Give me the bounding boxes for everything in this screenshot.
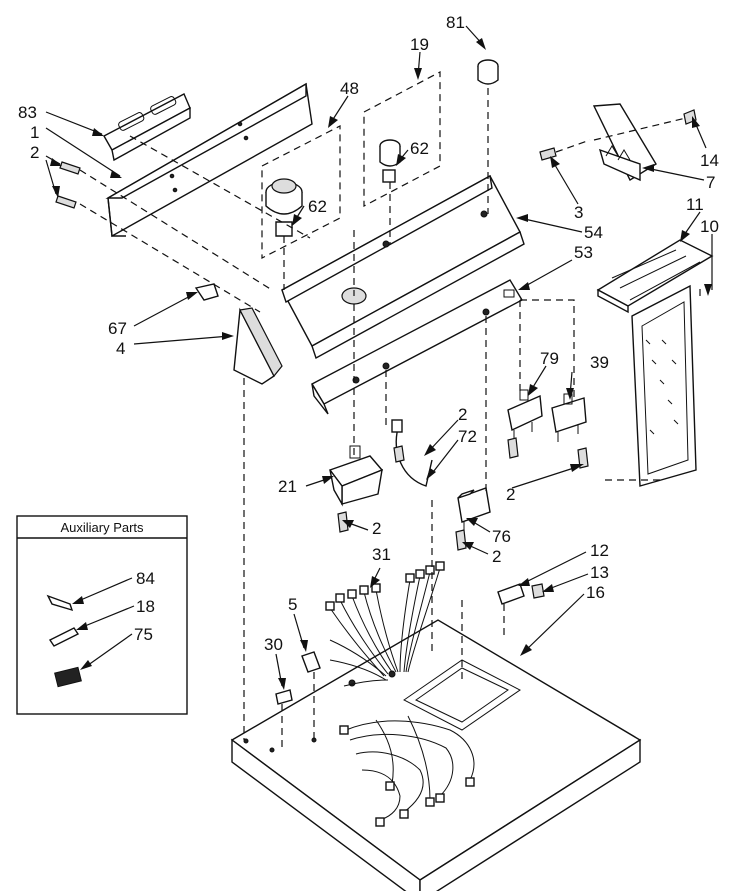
knob-48 [265,178,303,237]
callout-83: 83 [18,103,37,122]
alignment-lines [79,88,701,748]
callout-14: 14 [700,151,719,170]
part-5 [301,651,321,673]
base-top-panel [230,619,642,891]
screw-2-switch-39 [577,447,589,469]
callout-11: 11 [686,195,704,214]
callout-72: 72 [458,427,477,446]
callout-2: 2 [458,405,467,424]
part-30 [275,689,293,705]
switch-79 [507,389,543,440]
callout-62: 62 [410,139,429,158]
callout-39: 39 [590,353,609,372]
callout-2: 2 [372,519,381,538]
console-54 [281,174,525,360]
screw-2-left [55,161,81,209]
knob-81 [477,59,499,85]
callout-5: 5 [288,595,297,614]
lint-screen-10 [631,284,697,487]
auxiliary-parts-box: Auxiliary Parts [16,515,188,715]
callout-62: 62 [308,197,327,216]
callout-75: 75 [134,625,153,644]
filter-cover-11 [596,239,714,314]
callout-4: 4 [116,339,125,358]
clip-67 [194,283,219,301]
callout-79: 79 [540,349,559,368]
screw-3 [539,147,557,161]
part-12 [497,583,525,605]
callout-81: 81 [446,13,465,32]
callout-48: 48 [340,79,359,98]
callout-54: 54 [584,223,603,242]
callout-21: 21 [278,477,297,496]
knob-19 [379,139,401,183]
thermostat-wire-72 [391,419,433,487]
screw-13 [531,583,545,599]
switch-39 [551,393,587,442]
screw-2-relay [455,529,467,551]
callout-67: 67 [108,319,127,338]
callout-labels: 83 1 2 48 19 81 62 62 14 7 3 54 11 10 53… [18,13,719,654]
callout-12: 12 [590,541,609,560]
callout-2: 2 [492,547,501,566]
callout-13: 13 [590,563,609,582]
connector-18 [48,627,80,647]
auxiliary-parts-title: Auxiliary Parts [60,520,144,535]
callout-10: 10 [700,217,719,236]
callout-31: 31 [372,545,391,564]
end-bracket-7 [592,103,657,182]
terminal-84 [46,594,74,612]
screw-2-timer [337,511,349,533]
end-cap-4 [233,307,283,385]
backsplash-rear-panel [105,82,313,238]
callout-19: 19 [410,35,429,54]
callout-16: 16 [586,583,605,602]
leader-lines [45,25,713,690]
screw-2-switch [507,437,519,459]
callout-1: 1 [30,123,39,142]
screw-2-mid [393,445,405,463]
wire-harness-31 [325,561,475,827]
callout-84: 84 [136,569,155,588]
callout-18: 18 [136,597,155,616]
callout-2: 2 [506,485,515,504]
plug-75 [54,666,82,688]
timer-21 [328,445,384,507]
callout-53: 53 [574,243,593,262]
callout-3: 3 [574,203,583,222]
callout-2: 2 [30,143,39,162]
callout-7: 7 [706,173,715,192]
bracket-83 [103,93,191,162]
callout-30: 30 [264,635,283,654]
callout-76: 76 [492,527,511,546]
